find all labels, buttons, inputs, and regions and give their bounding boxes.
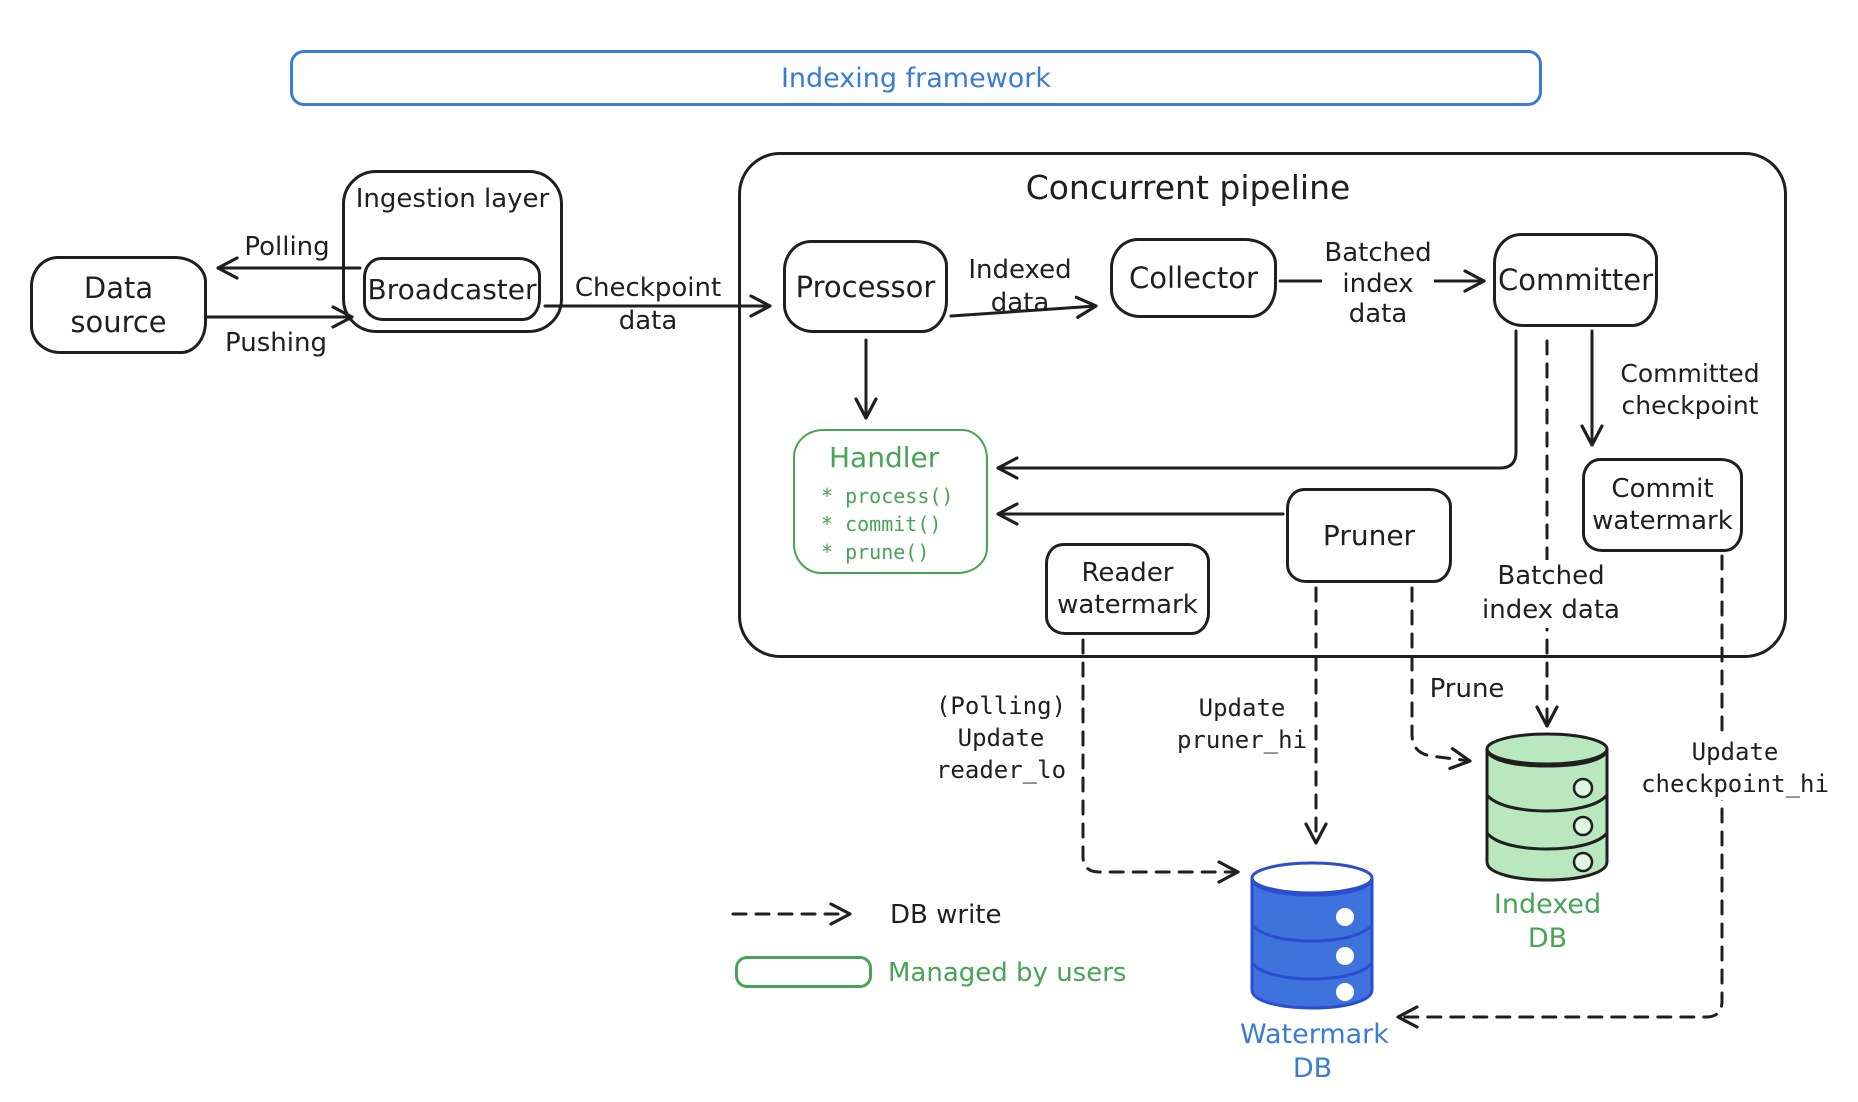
handler-node: Handler * process() * commit() * prune() <box>793 429 988 574</box>
batched-index-data-bottom-label: Batched index data <box>1471 560 1631 628</box>
legend-db-write-label: DB write <box>890 900 1002 930</box>
indexed-data-arrow <box>949 295 1098 319</box>
data-source-node: Data source <box>30 256 207 354</box>
reader-watermark-label: Reader watermark <box>1057 557 1198 621</box>
committed-checkpoint-label: Committed checkpoint <box>1620 359 1760 420</box>
update-checkpoint-hi-label: Update checkpoint_hi <box>1634 736 1836 801</box>
handler-item-process: * process() <box>821 484 954 508</box>
committer-label: Committer <box>1497 263 1654 297</box>
watermark-db-label: Watermark DB <box>1240 1019 1389 1084</box>
prune-label: Prune <box>1429 674 1505 704</box>
collector-label: Collector <box>1129 261 1258 295</box>
pruner-node: Pruner <box>1286 488 1452 583</box>
committer-to-handler-arrow <box>996 329 1518 480</box>
concurrent-pipeline-title: Concurrent pipeline <box>1025 168 1351 207</box>
batched-index-data-top-label: Batched index data <box>1322 238 1434 331</box>
legend-managed-by-users-label: Managed by users <box>888 958 1127 988</box>
processor-node: Processor <box>783 240 948 333</box>
polling-label: Polling <box>244 232 330 262</box>
update-checkpoint-hi-arrow <box>1396 554 1724 1029</box>
update-reader-lo-label: (Polling) Update reader_lo <box>935 692 1067 785</box>
watermark-db-cylinder <box>1250 861 1374 1010</box>
handler-item-commit: * commit() <box>821 512 942 536</box>
ingestion-layer-container <box>342 170 563 333</box>
prune-arrow <box>1410 586 1472 771</box>
pruner-label: Pruner <box>1322 519 1416 552</box>
collector-node: Collector <box>1110 238 1277 318</box>
indexing-framework-banner: Indexing framework <box>290 50 1542 106</box>
checkpoint-data-label: Checkpoint data <box>574 273 722 336</box>
concurrent-pipeline-container <box>738 152 1787 658</box>
broadcaster-node: Broadcaster <box>363 257 541 321</box>
committer-node: Committer <box>1493 233 1658 327</box>
commit-watermark-label: Commit watermark <box>1592 473 1733 537</box>
indexed-db-cylinder <box>1485 732 1609 882</box>
reader-watermark-node: Reader watermark <box>1045 543 1210 635</box>
handler-title: Handler <box>829 441 940 474</box>
ingestion-layer-label: Ingestion layer <box>355 184 550 214</box>
pushing-label: Pushing <box>225 328 327 358</box>
commit-watermark-node: Commit watermark <box>1582 458 1743 552</box>
legend-managed-box <box>735 956 872 988</box>
handler-item-prune: * prune() <box>821 540 930 564</box>
indexing-framework-label: Indexing framework <box>780 62 1052 94</box>
indexed-data-label: Indexed data <box>968 255 1072 318</box>
processor-label: Processor <box>795 269 936 304</box>
update-reader-lo-arrow <box>1081 638 1240 884</box>
update-pruner-hi-label: Update pruner_hi <box>1176 694 1308 755</box>
indexed-db-label: Indexed DB <box>1493 889 1602 954</box>
broadcaster-label: Broadcaster <box>367 272 537 306</box>
data-source-label: Data source <box>70 271 167 339</box>
